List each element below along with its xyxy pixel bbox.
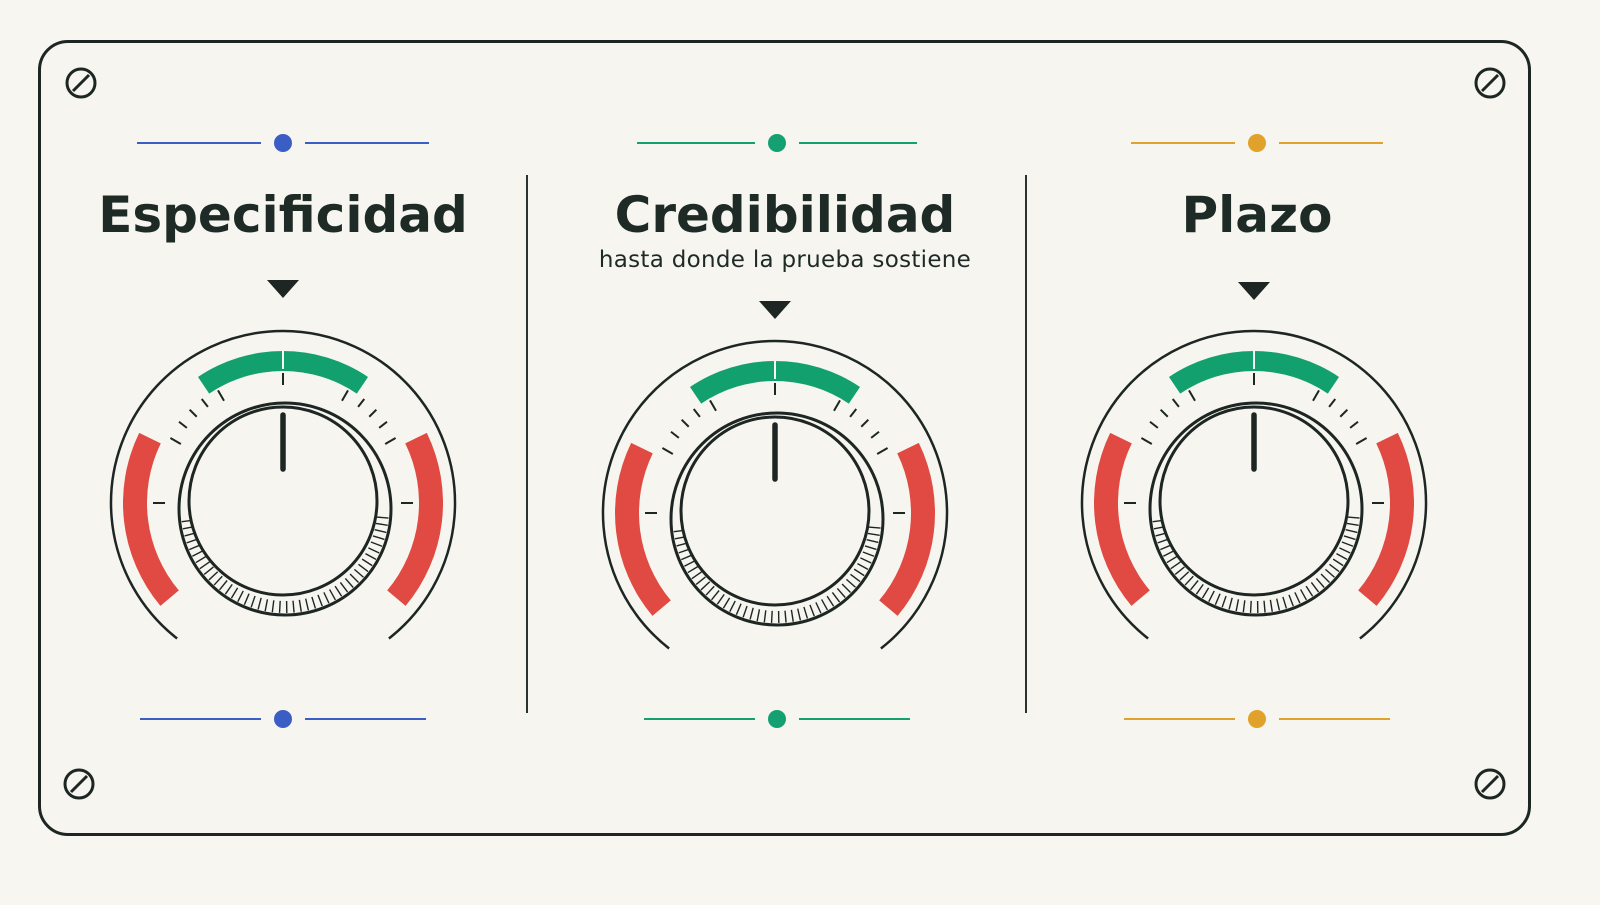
dial-tick-major bbox=[1188, 389, 1196, 402]
accent-indicator-top bbox=[637, 134, 917, 152]
control-panel: Especificidad Credibilidad hasta donde l… bbox=[38, 40, 1531, 836]
dial-tick-minor bbox=[692, 408, 701, 418]
dial-subtitle: hasta donde la prueba sostiene bbox=[598, 247, 972, 273]
dial-tick-minor bbox=[849, 408, 858, 418]
screw-icon bbox=[63, 768, 95, 800]
dial-tick-major bbox=[1312, 389, 1320, 402]
dial-tick-major bbox=[1355, 437, 1368, 445]
dial-tick-minor bbox=[1159, 408, 1169, 418]
dial-tick-minor bbox=[188, 408, 198, 418]
extreme-zone-right bbox=[879, 442, 936, 616]
knob-face bbox=[679, 415, 871, 607]
accent-dot bbox=[1248, 710, 1266, 728]
optimal-zone bbox=[1169, 351, 1339, 394]
dial-tick-minor bbox=[200, 398, 209, 408]
dial-tick-major bbox=[341, 389, 349, 402]
dial-knob[interactable] bbox=[41, 43, 1528, 833]
dial-tick-minor bbox=[1339, 408, 1349, 418]
accent-dot bbox=[768, 134, 786, 152]
accent-dot bbox=[274, 710, 292, 728]
dial-tick-minor bbox=[670, 430, 680, 439]
accent-dot bbox=[768, 710, 786, 728]
column-divider bbox=[1025, 175, 1027, 713]
down-triangle-icon bbox=[759, 301, 791, 319]
knob-face bbox=[1158, 405, 1350, 597]
accent-indicator-bottom bbox=[644, 710, 910, 728]
dial-title: Credibilidad bbox=[614, 186, 956, 244]
screw-icon bbox=[1474, 67, 1506, 99]
knob-face bbox=[187, 405, 379, 597]
dial-knob[interactable] bbox=[41, 43, 1528, 833]
dial-bezel bbox=[109, 329, 457, 640]
column-divider bbox=[526, 175, 528, 713]
extreme-zone-left bbox=[123, 432, 179, 606]
dial-knob[interactable] bbox=[41, 43, 1528, 833]
dial-tick-minor bbox=[357, 398, 366, 408]
dial-tick-major bbox=[876, 447, 889, 455]
dial-tick-major bbox=[169, 437, 182, 445]
dial-tick-minor bbox=[1328, 398, 1337, 408]
accent-indicator-top bbox=[1131, 134, 1383, 152]
accent-dot bbox=[1248, 134, 1266, 152]
dial-bezel bbox=[601, 339, 949, 650]
dial-tick-minor bbox=[680, 418, 690, 428]
dial-title: Especificidad bbox=[98, 186, 468, 244]
extreme-zone-right bbox=[1358, 432, 1414, 606]
dial-tick-minor bbox=[870, 430, 880, 439]
screw-icon bbox=[65, 67, 97, 99]
dial-tick-minor bbox=[1149, 420, 1159, 429]
extreme-zone-left bbox=[1094, 432, 1150, 606]
down-triangle-icon bbox=[1238, 282, 1270, 300]
dial-tick-major bbox=[384, 437, 397, 445]
dial-tick-major bbox=[833, 399, 841, 412]
extreme-zone-left bbox=[615, 442, 671, 616]
accent-indicator-bottom bbox=[1124, 710, 1390, 728]
dial-tick-major bbox=[217, 389, 225, 402]
optimal-zone bbox=[690, 361, 860, 404]
optimal-zone bbox=[198, 351, 368, 394]
down-triangle-icon bbox=[267, 280, 299, 298]
dial-tick-minor bbox=[1171, 398, 1180, 408]
dial-tick-major bbox=[709, 399, 717, 412]
dial-tick-major bbox=[661, 447, 674, 455]
dial-tick-minor bbox=[368, 408, 378, 418]
extreme-zone-right bbox=[387, 432, 443, 606]
dial-title: Plazo bbox=[1181, 186, 1333, 244]
screw-icon bbox=[1474, 768, 1506, 800]
accent-indicator-bottom bbox=[140, 710, 426, 728]
dial-tick-major bbox=[1140, 437, 1153, 445]
dial-tick-minor bbox=[1349, 420, 1359, 429]
accent-dot bbox=[274, 134, 292, 152]
dial-tick-minor bbox=[178, 420, 188, 429]
dial-tick-minor bbox=[860, 418, 870, 428]
dial-tick-minor bbox=[378, 420, 388, 429]
dial-bezel bbox=[1080, 329, 1428, 640]
accent-indicator-top bbox=[137, 134, 429, 152]
